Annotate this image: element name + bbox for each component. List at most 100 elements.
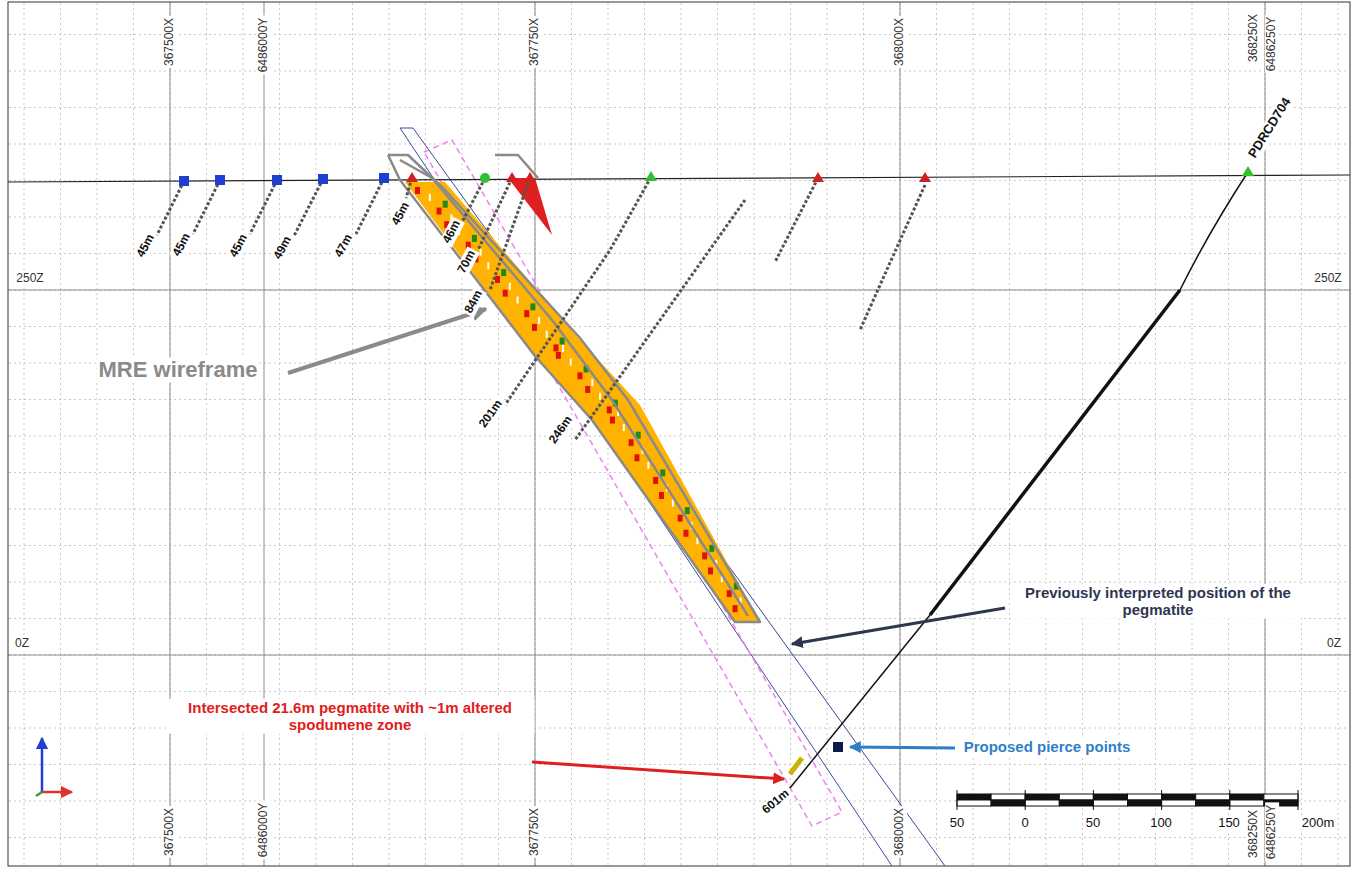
scale-segment [1128, 800, 1162, 806]
grid-line [1046, 3, 1047, 865]
assay-block [610, 417, 615, 424]
collar-symbols [833, 742, 843, 752]
assay-block [623, 424, 625, 431]
mre-wireframe-outline [388, 155, 760, 622]
grid-line [24, 3, 25, 865]
assay-block [733, 605, 738, 612]
grid-coordinate: 6486000Y [257, 801, 271, 860]
grid-line [9, 253, 1349, 254]
callout-arrows [288, 309, 486, 373]
collar-symbols [1242, 166, 1254, 176]
grid-line [9, 655, 1349, 656]
assay-block [487, 262, 489, 269]
assay-block [660, 469, 665, 476]
assay-block [530, 303, 535, 310]
axes-icon [41, 738, 44, 792]
grid-coordinate: 367750X [528, 16, 542, 68]
assay-block [472, 235, 477, 242]
assay-block [672, 500, 674, 507]
hole-depth: 45m [226, 230, 251, 261]
collar-symbols [919, 172, 931, 182]
callout-text: Intersected 21.6m pegmatite with ~1m alt… [166, 699, 535, 734]
assay-block [546, 331, 548, 338]
scale-tick [1229, 790, 1230, 810]
drill-traces [490, 178, 530, 290]
scale-segment [991, 800, 1025, 806]
grid-line [9, 764, 1349, 765]
scale-tick [1025, 790, 1026, 810]
hole-depth: 201m [475, 396, 506, 432]
grid-line [462, 3, 463, 865]
grid-line [60, 3, 61, 865]
previous-interpretation [400, 128, 945, 866]
hole-depth: 45m [133, 230, 158, 261]
grid-line [9, 837, 1349, 838]
hole-depth: 47m [331, 230, 356, 261]
collar-symbols [406, 172, 418, 182]
assay-block [708, 567, 713, 574]
grid-line [9, 399, 1349, 400]
assay-block [560, 338, 565, 345]
topography [8, 175, 1350, 182]
scale-value: 0 [1019, 816, 1030, 831]
grid-line [535, 3, 536, 865]
grid-line [316, 3, 317, 865]
scale-segment [957, 800, 991, 806]
assay-block [495, 276, 500, 283]
assay-block [683, 530, 688, 537]
hole-depth: 45m [169, 229, 194, 260]
assay-block [556, 352, 561, 359]
grid-coordinate: 367500X [163, 806, 177, 858]
deep-drill-hole [790, 758, 802, 774]
previous-interpretation [400, 128, 945, 866]
grid-line [206, 3, 207, 865]
assay-blocks [415, 187, 742, 612]
grid-line [1009, 3, 1010, 865]
grid-line [97, 3, 98, 865]
grid-line [9, 290, 1349, 291]
mre-wireframe-outline [388, 155, 760, 622]
major-grid [8, 290, 1350, 291]
assay-block [634, 454, 639, 461]
scale-segment [1059, 800, 1093, 806]
callout-arrows [792, 608, 1005, 644]
callout-arrows [532, 762, 784, 779]
collar-symbols [506, 172, 518, 182]
grid-line [681, 3, 682, 865]
grid-line [827, 3, 828, 865]
scale-value: 150 [1216, 816, 1242, 831]
grid-line [1301, 3, 1302, 865]
assay-block [570, 359, 572, 366]
collar-symbols [645, 171, 657, 181]
grid-coordinate: 368000X [893, 16, 907, 68]
pegmatite-body [405, 182, 760, 622]
scale-segment [1230, 794, 1264, 800]
grid-coordinate: 6486250Y [1265, 15, 1279, 74]
scale-tick [1093, 790, 1094, 810]
grid-line [1155, 3, 1156, 865]
collar-symbols [179, 176, 189, 186]
assay-block [678, 515, 683, 522]
grid-line [9, 71, 1349, 72]
grid-line [9, 691, 1349, 692]
drill-traces [157, 177, 925, 440]
deep-drill-hole [790, 172, 1248, 788]
assay-block [538, 317, 540, 324]
grid-line [1119, 3, 1120, 865]
scale-tick [1298, 790, 1299, 810]
drill-traces [250, 180, 277, 234]
collar-symbols [215, 175, 225, 185]
scale-segment [991, 794, 1025, 800]
scale-value: 50 [948, 816, 966, 831]
assay-block [607, 406, 612, 413]
hole-depth: 49m [270, 232, 295, 263]
deep-drill-hole [1180, 172, 1248, 290]
scale-value: 200m [1300, 816, 1337, 831]
grid-line [900, 3, 901, 865]
grid-line [352, 3, 353, 865]
grid-line [9, 436, 1349, 437]
grid [9, 3, 1349, 865]
axes-icon [36, 738, 72, 796]
assay-block [659, 492, 664, 499]
